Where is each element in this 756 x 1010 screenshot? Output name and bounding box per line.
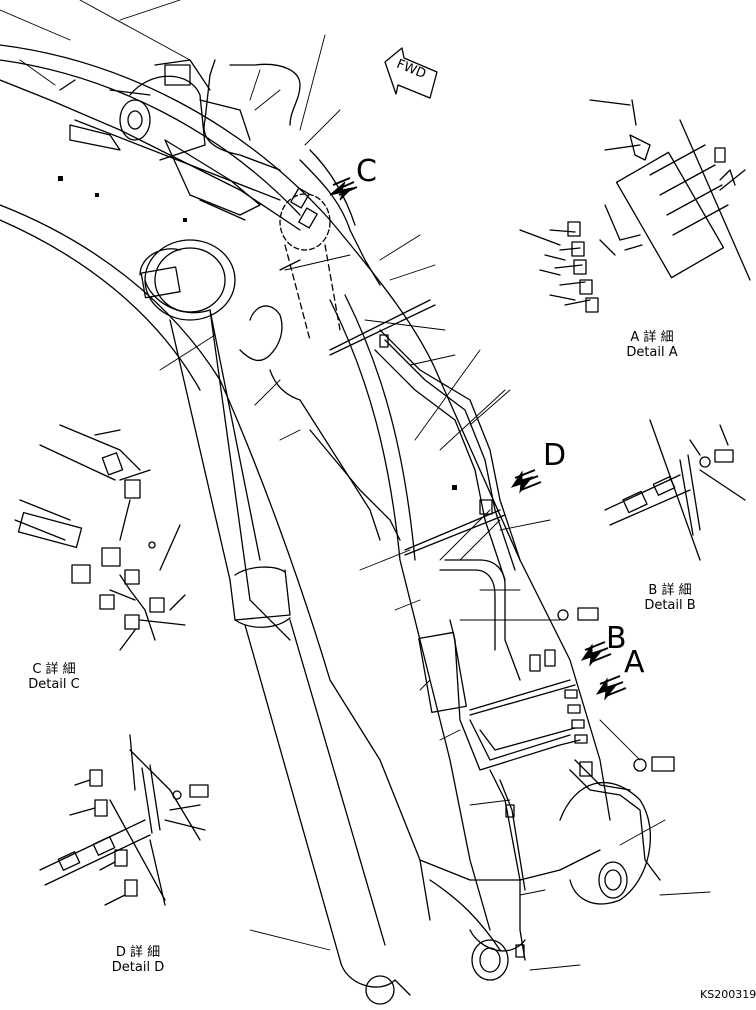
detail-a-jp: A 詳 細 [630,330,674,345]
drawing-code: KS200319 [700,988,756,1001]
detail-c-caption: C 詳 細 Detail C [14,662,94,692]
detail-b-jp: B 詳 細 [648,583,692,598]
view-arrows [329,177,627,701]
detail-c-circle [279,193,331,251]
boom-outline [0,44,652,981]
fwd-arrow-icon [384,47,438,99]
detail-d-jp: D 詳 細 [115,945,161,960]
view-c-arrow-icon [329,177,358,201]
detail-d-caption: D 詳 細 Detail D [98,945,178,975]
view-a-arrow-icon [595,675,627,701]
detail-d-drawing [39,734,209,906]
view-letter-d: D [543,438,567,473]
rivet-dots [58,176,457,490]
view-letter-b: B [606,621,627,656]
detail-a-en: Detail A [626,345,678,360]
view-letter-a: A [624,645,645,680]
boom-cylinder [139,239,411,1005]
detail-a-drawing [519,99,751,313]
detail-b-drawing [557,419,746,772]
view-letter-c: C [356,154,377,189]
boom-piping [290,187,661,961]
hoses [203,59,401,541]
leader-lines [0,0,711,971]
detail-b-en: Detail B [644,598,696,613]
detail-c-drawing [14,424,186,651]
detail-c-en: Detail C [28,677,80,692]
view-d-arrow-icon [510,469,542,494]
detail-a-caption: A 詳 細 Detail A [612,330,692,360]
boom-head-bracket [59,59,261,221]
view-b-arrow-icon [580,641,612,667]
detail-d-en: Detail D [111,960,165,975]
detail-c-jp: C 詳 細 [32,662,76,677]
detail-b-caption: B 詳 細 Detail B [630,583,710,613]
